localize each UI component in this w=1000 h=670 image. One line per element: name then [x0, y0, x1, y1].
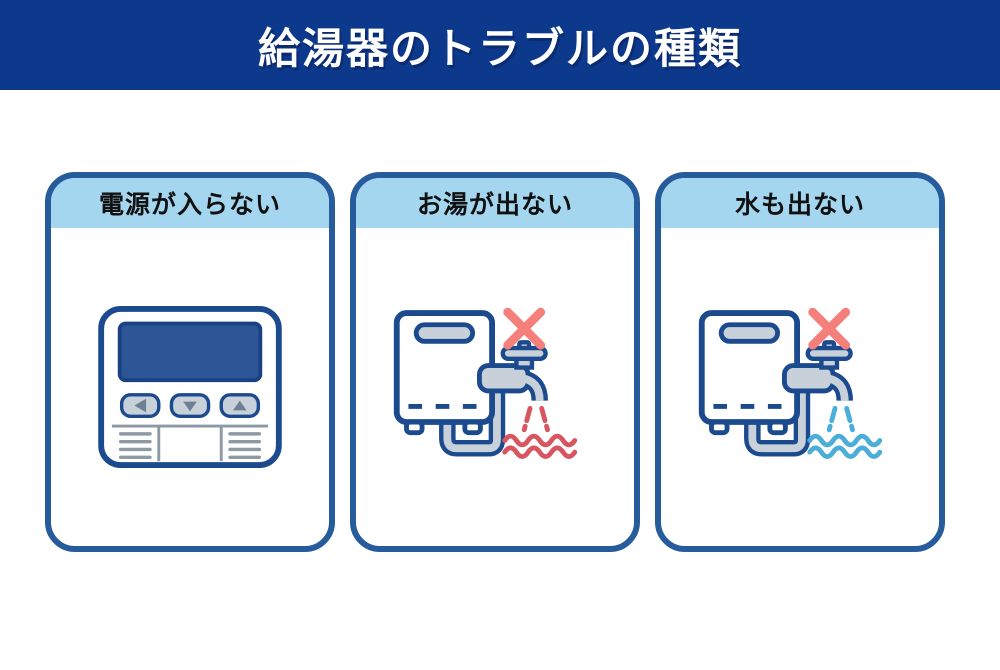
card-no-hot-water-header: お湯が出ない [356, 178, 634, 228]
heater-vent [413, 322, 476, 344]
hot-water-wave-top [502, 433, 578, 448]
card-power-not-on-body [51, 228, 329, 546]
card-power-not-on-header: 電源が入らない [51, 178, 329, 228]
card-no-hot-water: お湯が出ない [350, 172, 640, 552]
cold-water-wave-top [807, 433, 883, 448]
down-triangle-icon [183, 401, 197, 412]
heater-foot-left [709, 419, 730, 436]
card-title: お湯が出ない [416, 191, 573, 219]
remote-screen [117, 321, 263, 383]
left-triangle-icon [134, 398, 147, 413]
trouble-cards-row: 電源が入らない お湯が出ない [45, 172, 945, 552]
card-power-not-on: 電源が入らない [45, 172, 335, 552]
card-no-water: 水も出ない [655, 172, 945, 552]
pipe [443, 385, 501, 453]
card-title: 水も出ない [734, 191, 865, 219]
faucet-spout [826, 374, 849, 401]
faucet-handle-bar [500, 345, 548, 361]
faucet-handle-bar [805, 345, 853, 361]
title-banner: 給湯器のトラブルの種類 [0, 0, 1000, 90]
faucet-spout [521, 374, 544, 401]
water-heater-no-water-icon [698, 307, 883, 459]
heater-foot-left [404, 419, 425, 436]
up-triangle-icon [232, 400, 247, 411]
page-title: 給湯器のトラブルの種類 [257, 24, 742, 72]
hot-water-stream [521, 405, 550, 433]
water-heater-no-hot-water-icon [393, 307, 578, 459]
card-no-hot-water-body [356, 228, 634, 546]
x-mark-icon [808, 307, 851, 350]
remote-vent-left [118, 432, 152, 459]
card-no-water-header: 水も出ない [661, 178, 939, 228]
hot-water-wave-bottom [502, 445, 578, 459]
remote-vent-right [228, 432, 262, 459]
card-no-water-body [661, 228, 939, 546]
cold-water-wave-bottom [807, 445, 883, 459]
cold-water-stream [826, 405, 855, 433]
heater-foot-right [462, 419, 483, 436]
x-mark-icon [503, 307, 546, 350]
heater-foot-right [767, 419, 788, 436]
remote-controller-icon [98, 305, 282, 469]
card-title: 電源が入らない [98, 191, 281, 219]
heater-vent [718, 322, 781, 344]
pipe [748, 385, 806, 453]
